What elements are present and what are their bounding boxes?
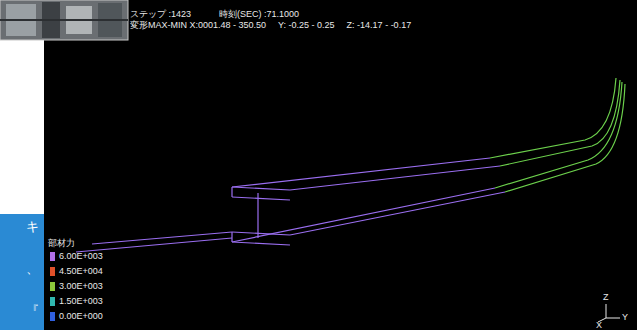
status-text: ステップ :1423: [130, 9, 191, 20]
photo-inset: [0, 0, 128, 40]
vertical-text: 『: [26, 304, 39, 318]
axis-label: Y: [622, 312, 628, 323]
legend-value: 3.00E+003: [59, 281, 103, 292]
status-text: 変形MAX-MIN X:0001.48 - 350.50: [130, 20, 266, 31]
legend-value: 1.50E+003: [59, 296, 103, 307]
legend-swatch: [50, 282, 55, 291]
axis-label: X: [596, 320, 602, 330]
blue-strip: [0, 214, 44, 330]
status-text: 時刻(SEC) :71.1000: [219, 9, 299, 20]
legend-swatch: [50, 252, 55, 261]
page-margin: [0, 0, 44, 330]
legend-swatch: [50, 312, 55, 321]
status-text: Z: -14.17 - -0.17: [347, 20, 412, 31]
axis-label: Z: [603, 292, 609, 303]
legend-swatch: [50, 267, 55, 276]
legend-row: 1.50E+003: [50, 295, 103, 307]
legend-row: 3.00E+003: [50, 280, 103, 292]
vertical-text: キ: [26, 220, 39, 234]
legend-row: 4.50E+004: [50, 265, 103, 277]
status-line: 変形MAX-MIN X:0001.48 - 350.50 Y: -0.25 - 0…: [130, 20, 411, 31]
vertical-text: 、: [26, 262, 39, 276]
beam-wireframe: [76, 78, 625, 252]
legend-swatch: [50, 297, 55, 306]
legend-value: 6.00E+003: [59, 251, 103, 262]
legend-row: 0.00E+000: [50, 310, 103, 322]
viewport-background: [44, 0, 637, 330]
legend-value: 0.00E+000: [59, 311, 103, 322]
legend-value: 4.50E+004: [59, 266, 103, 277]
status-line: ステップ :1423 時刻(SEC) :71.1000: [130, 9, 299, 20]
status-text: Y: -0.25 - 0.25: [278, 20, 335, 31]
legend-title: 部材力: [48, 238, 75, 249]
axis-triad: [598, 304, 620, 322]
legend-row: 6.00E+003: [50, 250, 103, 262]
